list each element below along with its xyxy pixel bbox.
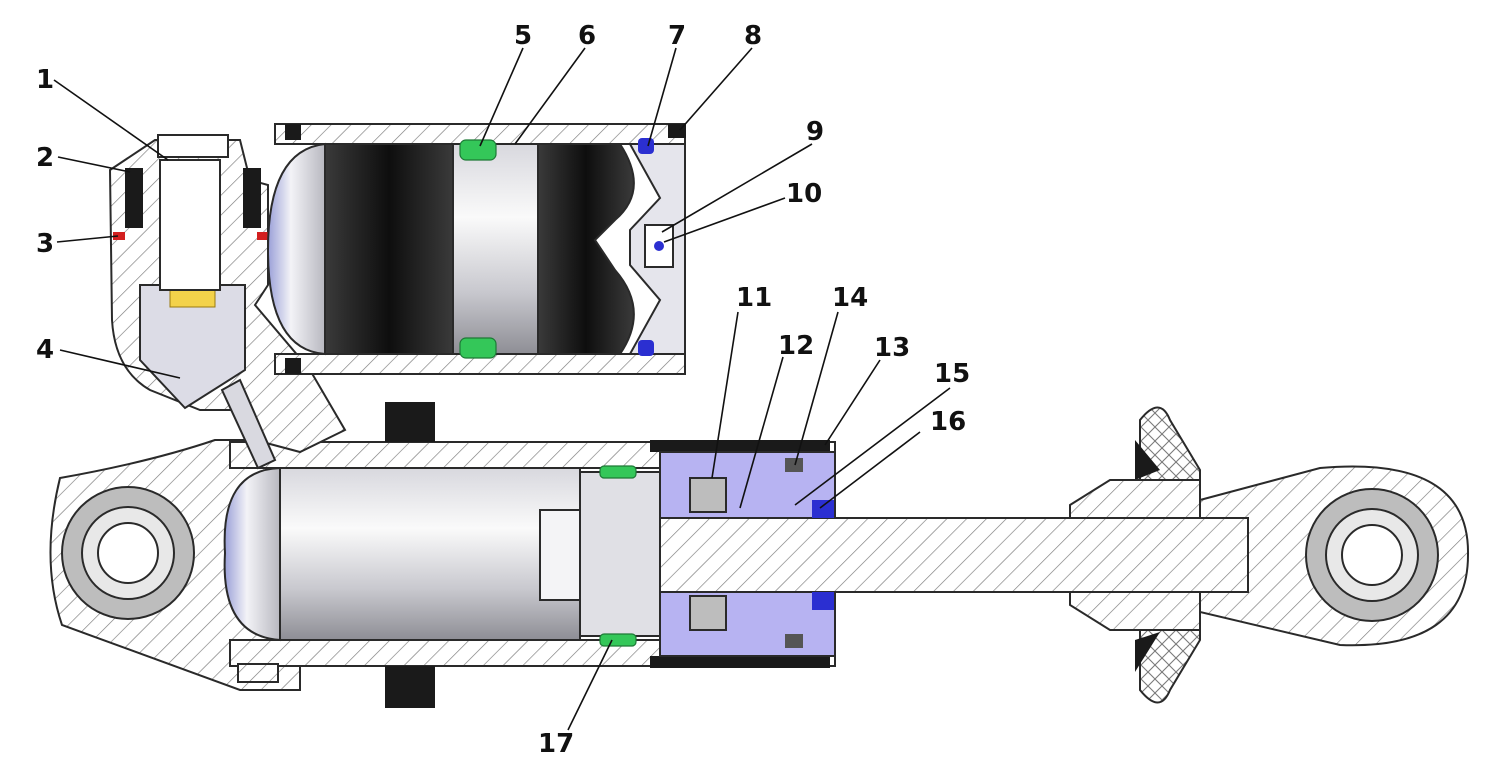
callout-16: 16 bbox=[930, 407, 966, 437]
callout-6: 6 bbox=[578, 21, 596, 51]
oil-passage bbox=[220, 378, 277, 470]
piston-seal-top bbox=[599, 465, 637, 479]
callout-5: 5 bbox=[514, 21, 532, 51]
rod-wiper-top bbox=[812, 500, 834, 518]
mount-lug-bottom bbox=[385, 666, 435, 708]
callout-labels: 1 2 3 4 5 6 7 8 9 10 11 12 13 14 15 16 1… bbox=[36, 21, 970, 759]
rod-wiper-bottom bbox=[812, 592, 834, 610]
end-cap-oring-top bbox=[638, 138, 654, 154]
callout-3: 3 bbox=[36, 229, 54, 259]
leader-lines bbox=[53, 47, 951, 731]
end-cap-oring-bottom bbox=[638, 340, 654, 356]
bleed-port bbox=[237, 663, 279, 683]
callout-13: 13 bbox=[874, 333, 910, 363]
right-clevis-eye bbox=[1199, 465, 1470, 647]
lower-cylinder-barrel bbox=[223, 402, 836, 708]
rod-gland bbox=[659, 451, 836, 657]
callout-1: 1 bbox=[36, 65, 54, 95]
callout-14: 14 bbox=[832, 283, 868, 313]
callout-12: 12 bbox=[778, 331, 814, 361]
callout-11: 11 bbox=[736, 283, 772, 313]
upper-accumulator bbox=[266, 123, 686, 375]
callout-2: 2 bbox=[36, 143, 54, 173]
mount-lug-top bbox=[385, 402, 435, 442]
callout-17: 17 bbox=[538, 729, 574, 759]
piston-assembly bbox=[539, 465, 661, 647]
seal-ring-left bbox=[125, 168, 143, 228]
floating-piston-seal-top bbox=[459, 139, 497, 161]
callout-15: 15 bbox=[934, 359, 970, 389]
callout-9: 9 bbox=[806, 117, 824, 147]
floating-piston-seal-bottom bbox=[459, 337, 497, 359]
callout-4: 4 bbox=[36, 335, 54, 365]
callout-8: 8 bbox=[744, 21, 762, 51]
piston-seal-bottom bbox=[599, 633, 637, 647]
seal-ring-right bbox=[243, 168, 261, 228]
callout-7: 7 bbox=[668, 21, 686, 51]
callout-10: 10 bbox=[786, 179, 822, 209]
